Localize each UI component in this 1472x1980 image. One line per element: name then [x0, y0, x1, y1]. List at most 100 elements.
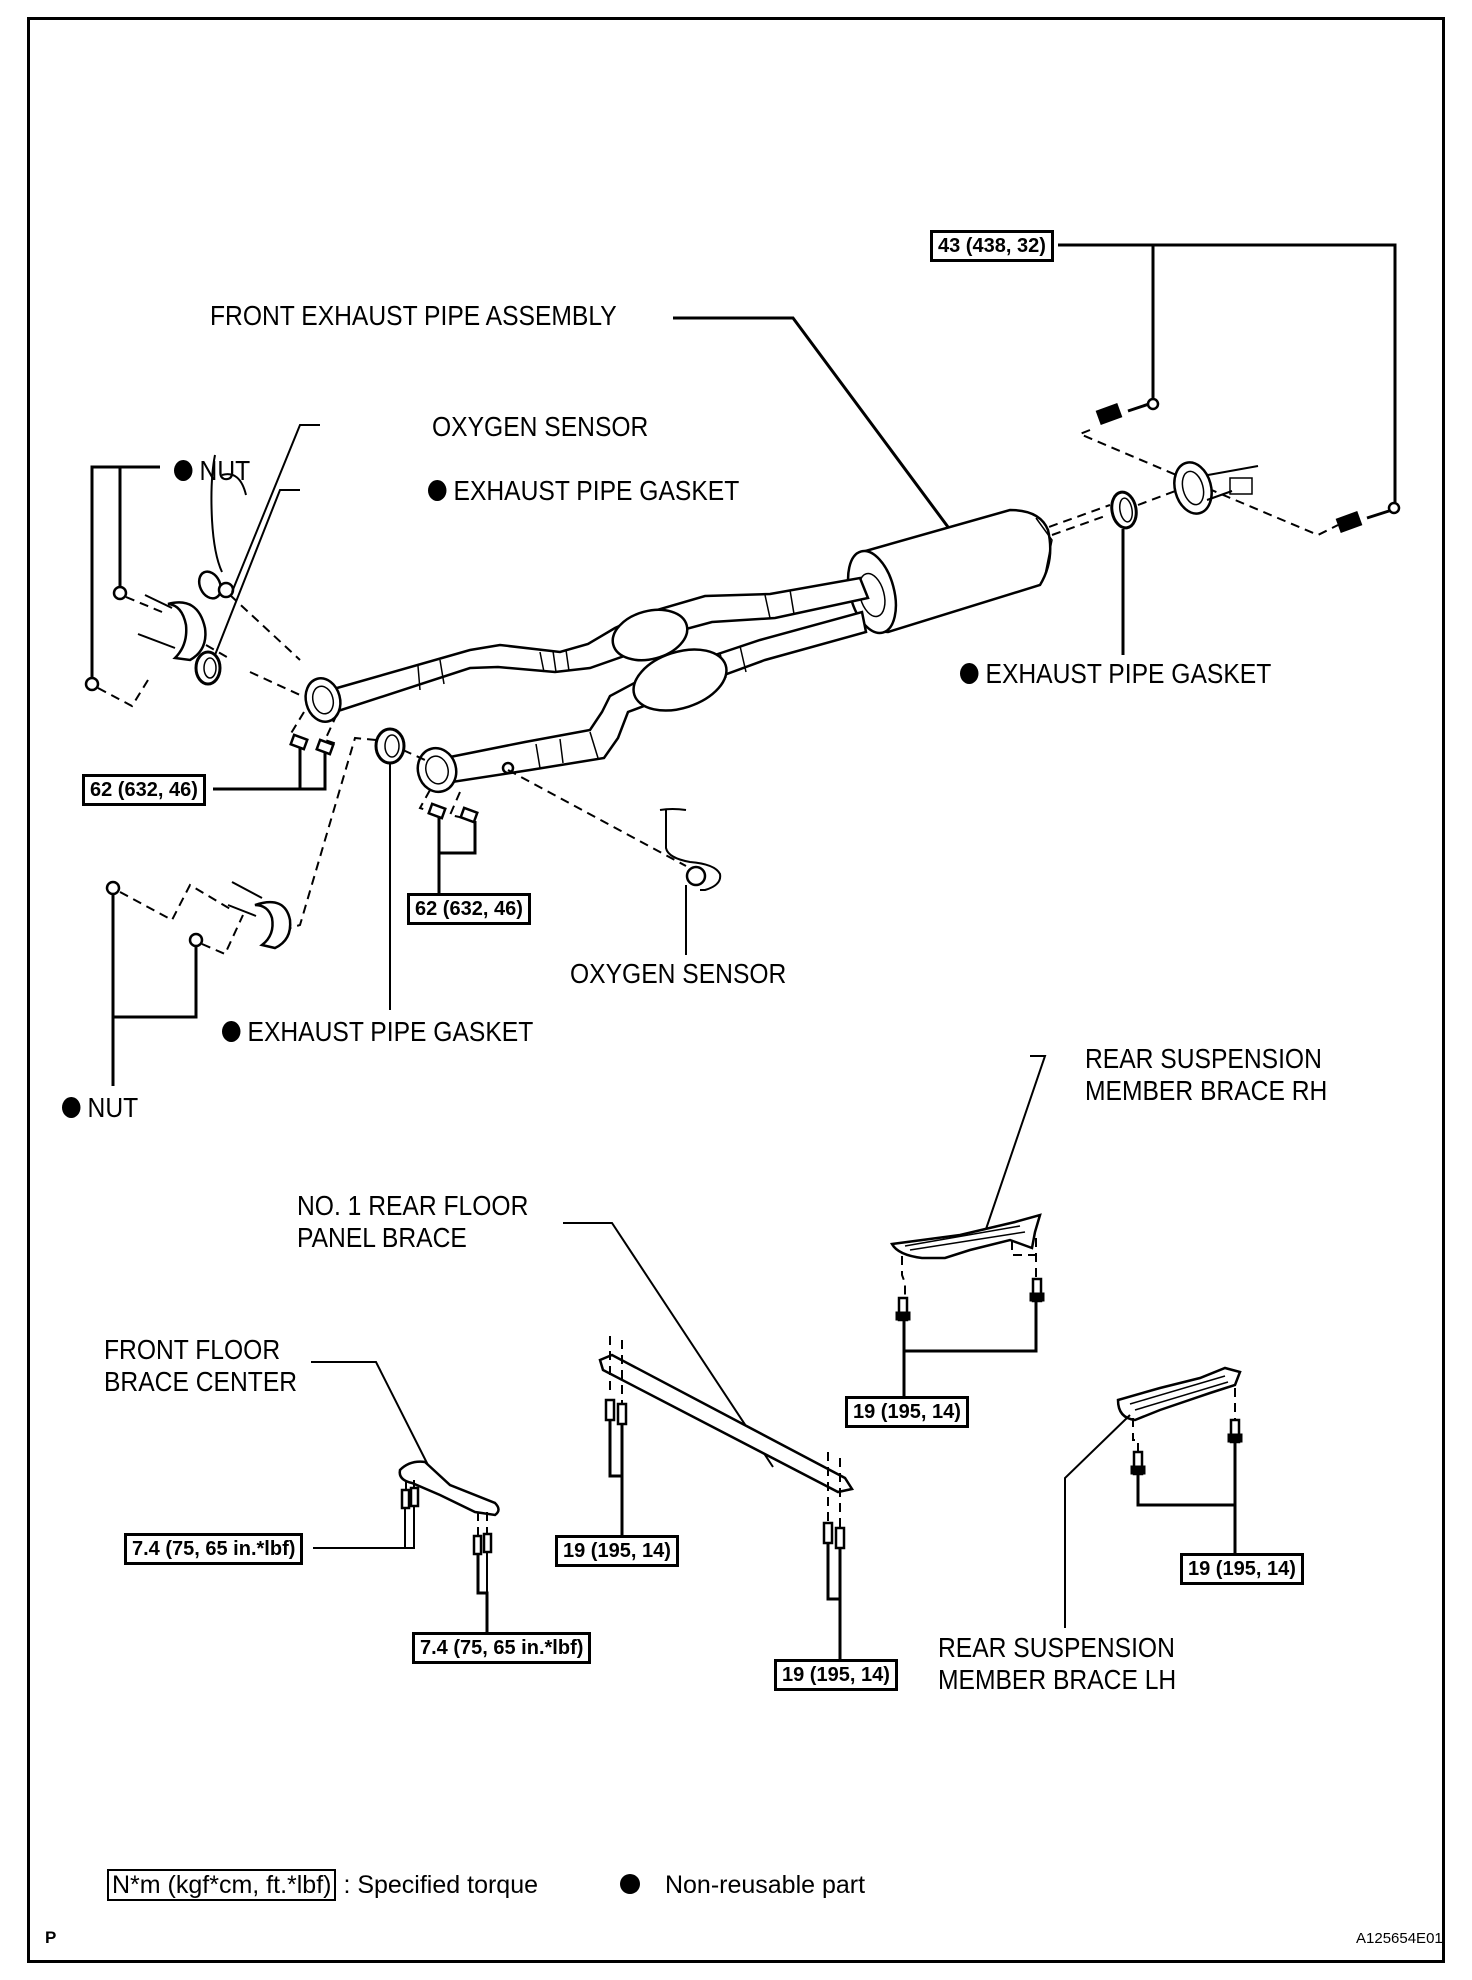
- torque-rear-susp-rh: 19 (195, 14): [845, 1396, 969, 1428]
- torque-front-flange-upper: 62 (632, 46): [82, 774, 206, 806]
- label-nut-lower: NUT: [62, 1092, 138, 1124]
- flange-bolt-upper-b: [315, 738, 335, 756]
- front-floor-left-torque-leader: [313, 1506, 415, 1549]
- nut-upper-b: [84, 676, 100, 692]
- torque-front-floor-left: 7.4 (75, 65 in.*lbf): [124, 1533, 304, 1565]
- label-gasket-lower-left-text: EXHAUST PIPE GASKET: [247, 1016, 534, 1047]
- legend-torque: N*m (kgf*cm, ft.*lbf) : Specified torque: [107, 1869, 539, 1901]
- flange-bolt-lower-b: [459, 806, 479, 824]
- flange-bolt-upper-a: [289, 733, 309, 751]
- nut-upper-leader: [90, 465, 160, 683]
- label-front-floor-line1: FRONT FLOOR: [104, 1334, 281, 1365]
- label-rear-susp-lh: REAR SUSPENSION MEMBER BRACE LH: [938, 1632, 1176, 1696]
- front-flange-lower: [416, 746, 458, 794]
- label-rear-susp-lh-line2: MEMBER BRACE LH: [938, 1664, 1177, 1695]
- flange-bolt-lower-a: [427, 802, 447, 820]
- label-gasket-upper-left: EXHAUST PIPE GASKET: [428, 475, 739, 507]
- label-nut-upper-text: NUT: [199, 455, 251, 486]
- oxygen-sensor-upper-part: [197, 454, 247, 600]
- rear-susp-rh-torque-leader: [902, 1301, 1038, 1410]
- front-exhaust-pipe-leader: [673, 316, 950, 528]
- label-gasket-right: EXHAUST PIPE GASKET: [960, 658, 1271, 690]
- label-front-exhaust-pipe-assembly: FRONT EXHAUST PIPE ASSEMBLY: [210, 300, 617, 331]
- upper-pipe: [328, 576, 870, 714]
- label-rear-susp-lh-line1: REAR SUSPENSION: [938, 1632, 1175, 1663]
- rear-floor-bolt-d: [834, 1526, 846, 1550]
- corner-letter: P: [45, 1928, 57, 1947]
- gasket-right-ring: [1110, 490, 1138, 530]
- manifold-upper: [137, 594, 207, 662]
- rear-susp-lh-bolt-b: [1227, 1418, 1243, 1444]
- gasket-lower-left-ring: [374, 727, 406, 765]
- non-reusable-dot-icon: [174, 460, 193, 481]
- label-gasket-upper-left-text: EXHAUST PIPE GASKET: [453, 475, 740, 506]
- lower-catalyst: [632, 648, 728, 712]
- label-rear-susp-rh-line1: REAR SUSPENSION: [1085, 1043, 1322, 1074]
- rear-susp-lh-brace: [1116, 1366, 1242, 1422]
- label-front-floor-line2: BRACE CENTER: [104, 1366, 298, 1397]
- tail-flange-bolts-leader: [1058, 243, 1397, 510]
- non-reusable-dot-icon: [428, 480, 447, 501]
- label-front-floor: FRONT FLOOR BRACE CENTER: [104, 1334, 297, 1398]
- label-nut-lower-text: NUT: [87, 1092, 139, 1123]
- label-oxygen-sensor-upper: OXYGEN SENSOR: [432, 411, 649, 442]
- illustration-code: A125654E01: [1356, 1930, 1443, 1947]
- manifold-lower: [227, 881, 292, 950]
- gasket-upper-left-leader: [214, 489, 300, 656]
- legend-nonreusable: Non-reusable part: [620, 1870, 865, 1900]
- no1-rear-floor-leader: [563, 1222, 774, 1468]
- front-floor-right-torque-leader: [476, 1552, 489, 1632]
- non-reusable-dot-icon: [620, 1874, 640, 1894]
- nut-lower-a: [105, 880, 121, 896]
- legend-nonreusable-desc: Non-reusable part: [664, 1871, 866, 1899]
- muffler: [846, 508, 1053, 635]
- label-gasket-right-text: EXHAUST PIPE GASKET: [985, 658, 1272, 689]
- label-oxygen-sensor-lower: OXYGEN SENSOR: [570, 958, 787, 989]
- torque-rear-floor-left: 19 (195, 14): [555, 1535, 679, 1567]
- label-nut-upper: NUT: [174, 455, 250, 487]
- rear-susp-rh-bolt-b: [1029, 1277, 1045, 1303]
- nut-lower-leader: [111, 894, 198, 1086]
- front-flange-upper: [304, 677, 342, 723]
- label-no1-rear-floor-line2: PANEL BRACE: [297, 1222, 467, 1253]
- gasket-upper-left-ring: [194, 650, 222, 686]
- front-floor-bolt-b: [409, 1486, 420, 1508]
- rear-floor-right-torque-leader: [826, 1543, 842, 1659]
- label-no1-rear-floor-line1: NO. 1 REAR FLOOR: [297, 1190, 529, 1221]
- front-flange-upper-torque-leader: [213, 748, 327, 791]
- rear-susp-lh-leader: [1064, 1414, 1131, 1628]
- torque-tail-flange-bolts: 43 (438, 32): [930, 230, 1054, 262]
- no1-rear-floor-brace: [598, 1353, 855, 1494]
- label-gasket-lower-left: EXHAUST PIPE GASKET: [222, 1016, 533, 1048]
- rear-floor-bolt-b: [616, 1402, 628, 1426]
- rear-susp-rh-bolt-a: [895, 1296, 911, 1322]
- oxygen-sensor-lower-part: [659, 808, 722, 891]
- label-rear-susp-rh: REAR SUSPENSION MEMBER BRACE RH: [1085, 1043, 1327, 1107]
- tail-flange-bolt-lower: [1335, 501, 1401, 533]
- diagram-frame: [27, 17, 1445, 1963]
- rear-floor-left-torque-leader: [608, 1420, 624, 1535]
- tail-flange-bolt-upper: [1095, 397, 1160, 425]
- torque-rear-susp-lh: 19 (195, 14): [1180, 1553, 1304, 1585]
- front-flange-lower-torque-leader: [437, 817, 477, 893]
- rear-susp-rh-leader: [984, 1055, 1047, 1233]
- rear-susp-lh-torque-leader: [1136, 1442, 1237, 1553]
- rear-floor-bolt-c: [822, 1521, 834, 1545]
- oxygen-sensor-upper-leader: [231, 424, 320, 593]
- upper-catalyst: [611, 608, 689, 662]
- torque-front-floor-right: 7.4 (75, 65 in.*lbf): [412, 1632, 592, 1664]
- torque-front-flange-lower: 62 (632, 46): [407, 893, 531, 925]
- nut-upper-a: [112, 585, 128, 601]
- rear-susp-lh-bolt-a: [1130, 1450, 1146, 1476]
- front-floor-leader: [311, 1361, 434, 1476]
- legend-torque-desc: : Specified torque: [343, 1871, 539, 1899]
- label-no1-rear-floor: NO. 1 REAR FLOOR PANEL BRACE: [297, 1190, 528, 1254]
- non-reusable-dot-icon: [960, 663, 979, 684]
- legend-torque-units: N*m (kgf*cm, ft.*lbf): [107, 1869, 337, 1901]
- nut-lower-b: [188, 932, 204, 948]
- front-floor-bolt-d: [482, 1532, 493, 1554]
- front-floor-bolt-a: [400, 1488, 411, 1510]
- front-floor-brace: [398, 1460, 500, 1517]
- rear-susp-rh-brace: [890, 1213, 1042, 1260]
